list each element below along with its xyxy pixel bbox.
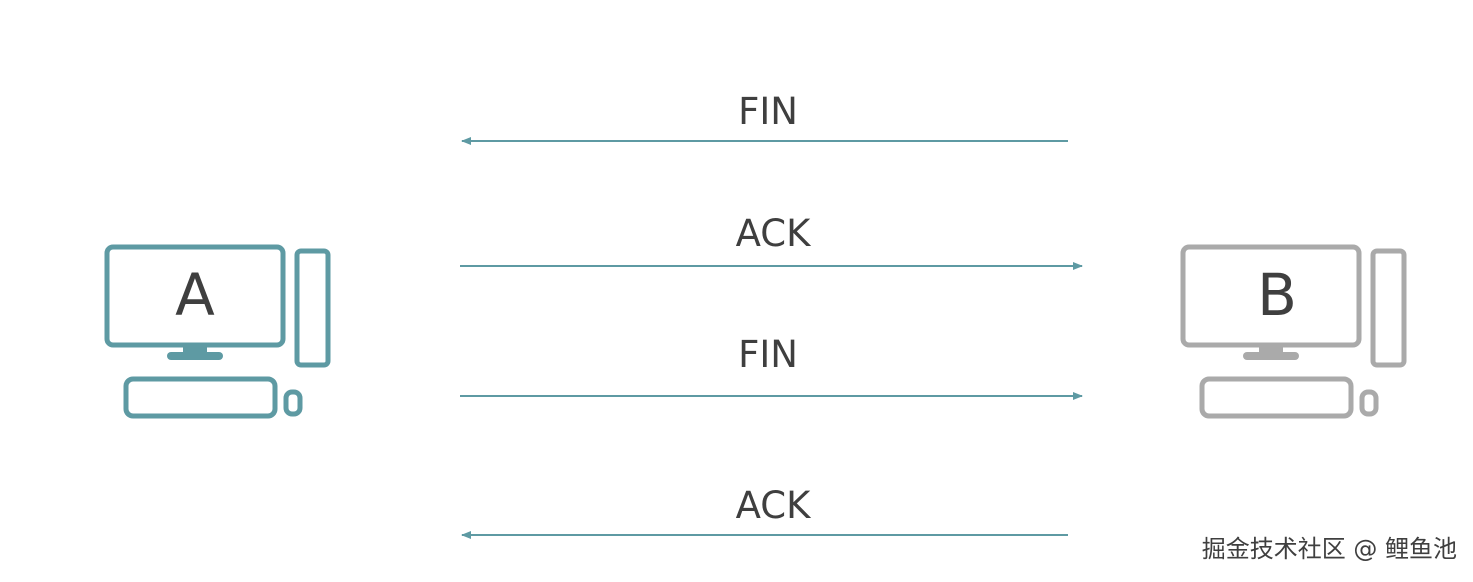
computer-b-icon — [1180, 244, 1407, 419]
computer-a-icon — [104, 244, 331, 419]
message-2: ACK — [460, 212, 1083, 270]
message-4-label: ACK — [736, 484, 812, 527]
computer-b-keyboard — [1199, 376, 1354, 419]
computer-a-keyboard — [123, 376, 278, 419]
computer-b-mouse — [1359, 389, 1379, 417]
computer-b-base — [1243, 352, 1299, 360]
message-4: ACK — [461, 484, 1068, 539]
computer-b-stand — [1259, 345, 1283, 353]
watermark: 掘金技术社区 @ 鲤鱼池 — [1201, 535, 1457, 563]
message-1: FIN — [461, 90, 1068, 145]
message-1-label: FIN — [738, 90, 798, 133]
host-a-label: A — [175, 261, 215, 329]
computer-a-tower — [294, 248, 331, 368]
computer-a-mouse — [283, 389, 303, 417]
computer-a-stand — [183, 345, 207, 353]
message-2-label: ACK — [736, 212, 812, 255]
computer-b-tower — [1370, 248, 1407, 368]
computer-a: A — [104, 244, 331, 419]
computer-b: B — [1180, 244, 1407, 419]
message-3: FIN — [460, 333, 1083, 400]
message-3-label: FIN — [738, 333, 798, 376]
host-b-label: B — [1257, 261, 1297, 329]
computer-a-base — [167, 352, 223, 360]
